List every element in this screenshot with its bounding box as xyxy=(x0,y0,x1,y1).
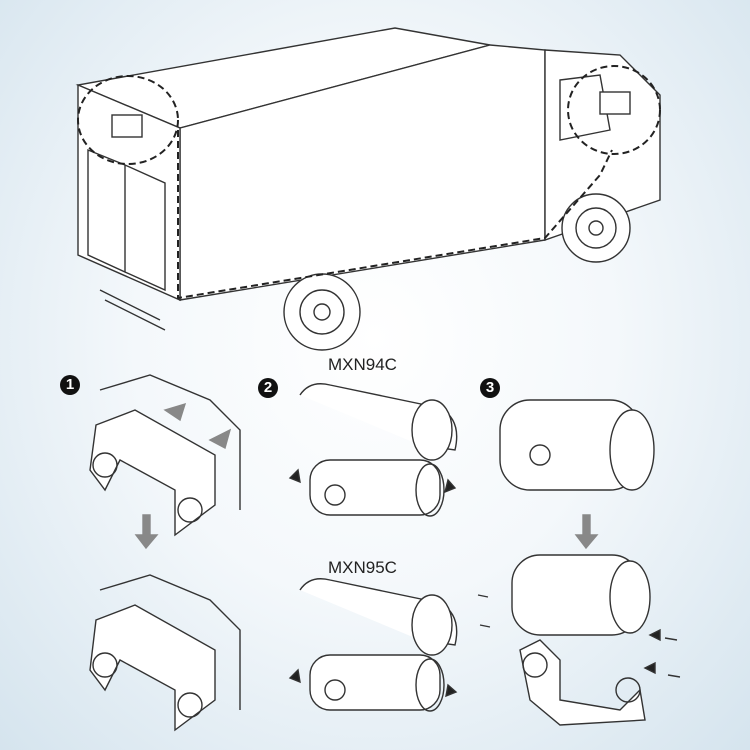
step-3-badge: 3 xyxy=(480,378,500,398)
truck-illustration xyxy=(75,27,661,351)
model-label-mxn94c: MXN94C xyxy=(328,355,397,374)
step-1-bracket xyxy=(89,374,241,732)
step-1-badge: 1 xyxy=(60,375,80,395)
step-2-cameras xyxy=(288,383,458,712)
step-3-mounting xyxy=(477,399,681,726)
camera-location-markers xyxy=(77,65,661,300)
model-label-mxn95c: MXN95C xyxy=(328,558,397,577)
step-2-badge: 2 xyxy=(258,378,278,398)
